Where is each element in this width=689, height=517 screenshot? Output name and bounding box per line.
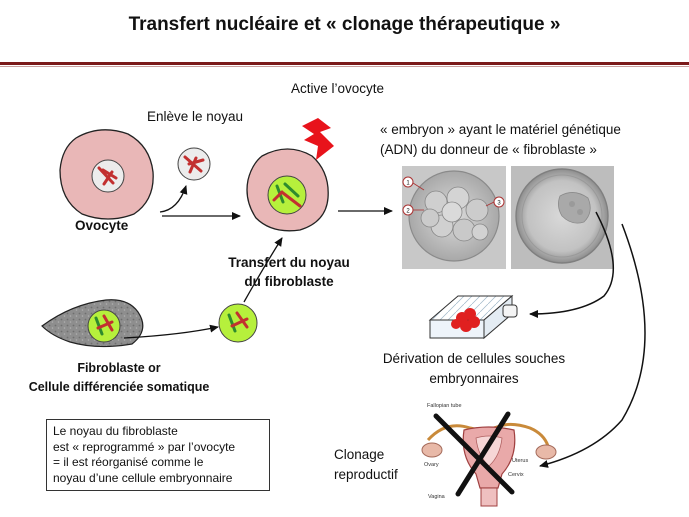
removed-nucleus: [178, 148, 210, 180]
note-line-3: = il est réorganisé comme le: [53, 455, 263, 471]
ovocyte-cell: [60, 130, 153, 219]
label-fibroblaste-line2: Cellule différenciée somatique: [4, 378, 234, 396]
label-transfert-line1: Transfert du noyau: [214, 254, 364, 272]
fibroblast-cell: [42, 300, 143, 347]
uterus-label-fallopian: Fallopian tube: [427, 403, 462, 409]
label-embryon-line2: (ADN) du donneur de « fibroblaste »: [380, 141, 597, 159]
culture-dish: [430, 296, 517, 338]
uterus-label-cervix: Cervix: [508, 472, 524, 478]
reprogramming-note-box: Le noyau du fibroblaste est « reprogramm…: [46, 419, 270, 491]
uterus-label-vagina: Vagina: [428, 494, 446, 500]
label-active-ovocyte: Active l’ovocyte: [291, 80, 384, 98]
remove-arrow: [160, 186, 186, 212]
label-derivation-line1: Dérivation de cellules souches: [362, 350, 586, 368]
uterus-illustration: Fallopian tube Ovary Uterus Cervix Vagin…: [422, 403, 556, 506]
uterus-label-ovary: Ovary: [424, 462, 439, 468]
label-fibroblaste-line1: Fibroblaste or: [24, 359, 214, 377]
label-clonage-line2: reproductif: [334, 466, 398, 484]
transfer-cell: [247, 149, 328, 231]
label-derivation-line2: embryonnaires: [362, 370, 586, 388]
label-ovocyte: Ovocyte: [75, 217, 128, 235]
morula-micrograph: 1 2 3: [402, 166, 506, 269]
label-embryon-line1: « embryon » ayant le matériel génétique: [380, 121, 621, 139]
uterus-label-uterus: Uterus: [512, 458, 528, 464]
label-enleve-noyau: Enlève le noyau: [147, 108, 243, 126]
label-transfert-line2: du fibroblaste: [214, 273, 364, 291]
note-line-2: est « reprogrammé » par l’ovocyte: [53, 440, 263, 456]
isolated-nucleus: [219, 304, 257, 342]
label-clonage-line1: Clonage: [334, 446, 384, 464]
note-line-1: Le noyau du fibroblaste: [53, 424, 263, 440]
note-line-4: noyau d’une cellule embryonnaire: [53, 471, 263, 487]
